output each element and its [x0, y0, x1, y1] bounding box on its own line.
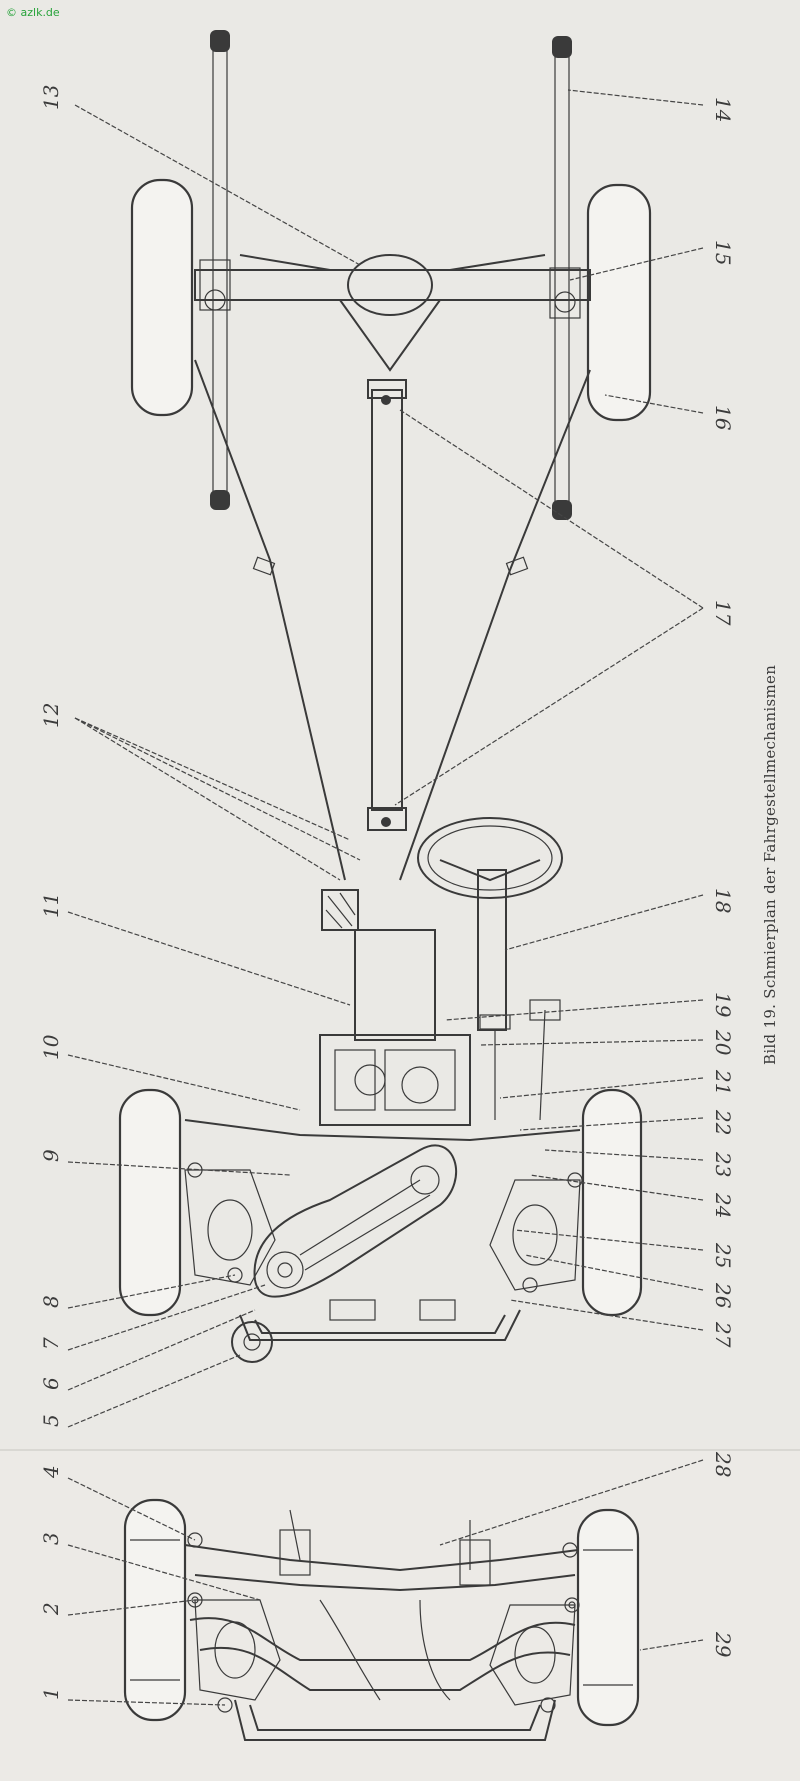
callout-3: 3: [39, 1532, 63, 1545]
callout-7: 7: [39, 1337, 63, 1350]
callout-2: 2: [39, 1602, 63, 1616]
leader-lines: [67, 89, 704, 1706]
callout-18: 18: [711, 888, 735, 913]
callout-10: 10: [39, 1034, 63, 1060]
callout-5: 5: [39, 1414, 63, 1427]
callout-26: 26: [711, 1282, 735, 1309]
engine-gearbox: [319, 929, 561, 1126]
radiator-cover: [253, 1144, 457, 1298]
figure-caption: Bild 19. Schmierplan der Fahrgestellmech…: [761, 665, 779, 1065]
callout-19: 19: [711, 992, 735, 1018]
callout-6: 6: [39, 1377, 63, 1390]
callout-28: 28: [711, 1451, 735, 1477]
propeller-shaft: [367, 379, 407, 831]
callout-27: 27: [711, 1321, 735, 1348]
front-subframe: [239, 1299, 521, 1341]
front-axle-detail: [0, 1449, 800, 1781]
callout-4: 4: [39, 1465, 63, 1479]
callout-12: 12: [39, 703, 63, 728]
front-left-wheel: [118, 1088, 182, 1317]
callout-13: 13: [39, 85, 63, 110]
front-axle-detail-right-wheel: [576, 1508, 640, 1727]
callout-20: 20: [711, 1029, 735, 1056]
rear-axle: [130, 30, 652, 520]
steering-wheel: [417, 817, 563, 1031]
chassis-overview: [67, 30, 704, 1706]
callout-22: 22: [711, 1109, 735, 1135]
callout-23: 23: [711, 1151, 735, 1177]
callout-16: 16: [711, 405, 735, 431]
callout-29: 29: [711, 1631, 735, 1658]
callout-9: 9: [39, 1149, 63, 1162]
front-axle-detail-left-wheel: [123, 1498, 187, 1722]
callout-8: 8: [39, 1295, 63, 1308]
callout-1: 1: [39, 1687, 63, 1700]
front-right-wheel: [581, 1088, 643, 1317]
callout-25: 25: [711, 1242, 735, 1268]
callout-15: 15: [711, 240, 735, 265]
brake-cables: [194, 359, 591, 881]
callout-21: 21: [711, 1069, 735, 1095]
brake-pedal: [321, 889, 359, 931]
callout-17: 17: [711, 600, 735, 626]
callout-11: 11: [39, 893, 63, 918]
front-suspension: [184, 1119, 583, 1293]
callout-14: 14: [711, 97, 735, 122]
callout-24: 24: [711, 1192, 735, 1218]
crank-pulley: [231, 1321, 273, 1363]
callout-labels: 1 2 3 4 5 6 7 8 9 10 11 12 13 14 15 16 1…: [39, 85, 735, 1700]
watermark: © azlk.de: [6, 6, 60, 19]
